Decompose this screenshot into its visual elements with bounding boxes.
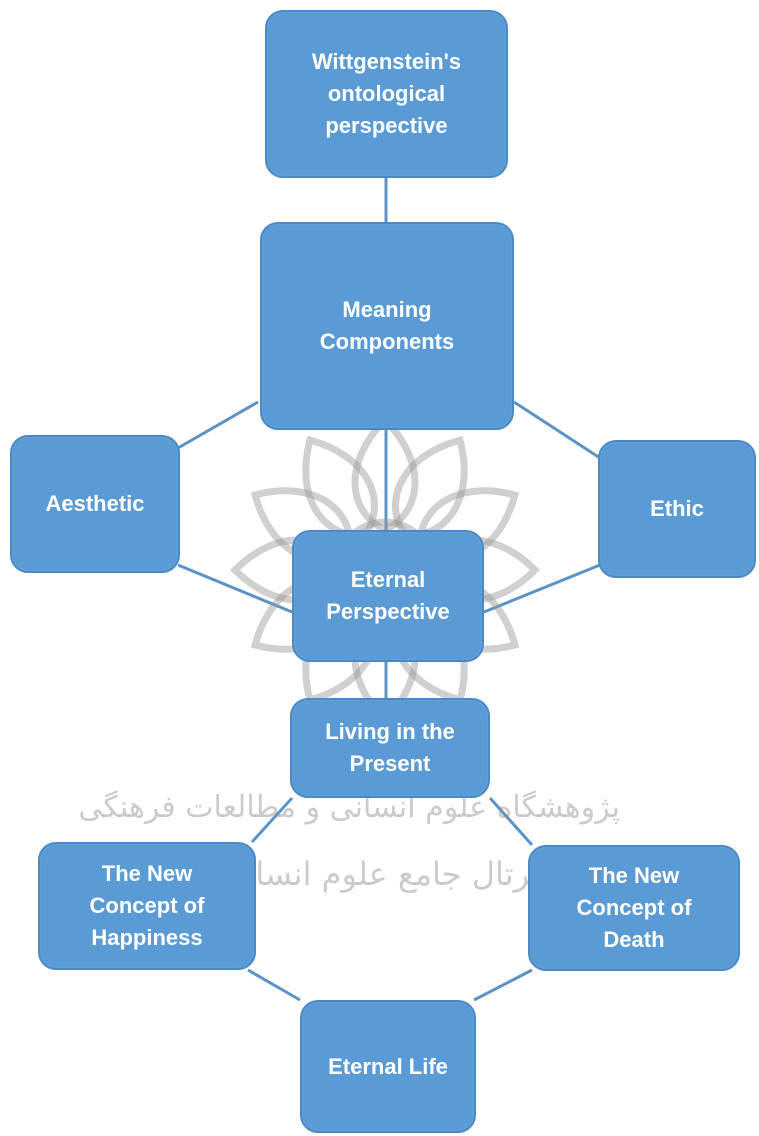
node-ontological-perspective: Wittgenstein's ontological perspective (265, 10, 508, 178)
node-new-concept-happiness-label: The New Concept of Happiness (89, 861, 205, 950)
node-ethic: Ethic (598, 440, 756, 578)
connector-happiness-eternallife (247, 968, 301, 1002)
node-eternal-perspective-label: Eternal Perspective (326, 567, 450, 624)
node-ontological-perspective-label: Wittgenstein's ontological perspective (311, 49, 462, 138)
connector-death-eternallife (473, 968, 533, 1002)
connector-living-happiness (250, 796, 294, 844)
node-eternal-life: Eternal Life (300, 1000, 476, 1133)
node-eternal-life-label: Eternal Life (328, 1053, 448, 1079)
connector-meaning-aesthetic (177, 400, 259, 450)
node-aesthetic-label: Aesthetic (45, 491, 145, 517)
node-meaning-components: Meaning Components (260, 222, 514, 430)
node-aesthetic: Aesthetic (10, 435, 180, 573)
node-new-concept-death-label: The New Concept of Death (576, 863, 692, 952)
node-new-concept-death: The New Concept of Death (528, 845, 740, 971)
connector-ethic-eternal (483, 563, 601, 614)
node-living-in-the-present: Living in the Present (290, 698, 490, 798)
node-ethic-label: Ethic (650, 496, 704, 522)
node-living-in-the-present-label: Living in the Present (325, 719, 455, 776)
connector-living-death (488, 797, 534, 846)
node-new-concept-happiness: The New Concept of Happiness (38, 842, 256, 970)
connector-meaning-ethic (513, 400, 601, 460)
node-meaning-components-label: Meaning Components (319, 297, 455, 354)
node-eternal-perspective: Eternal Perspective (292, 530, 484, 662)
connector-aesthetic-eternal (177, 563, 293, 614)
